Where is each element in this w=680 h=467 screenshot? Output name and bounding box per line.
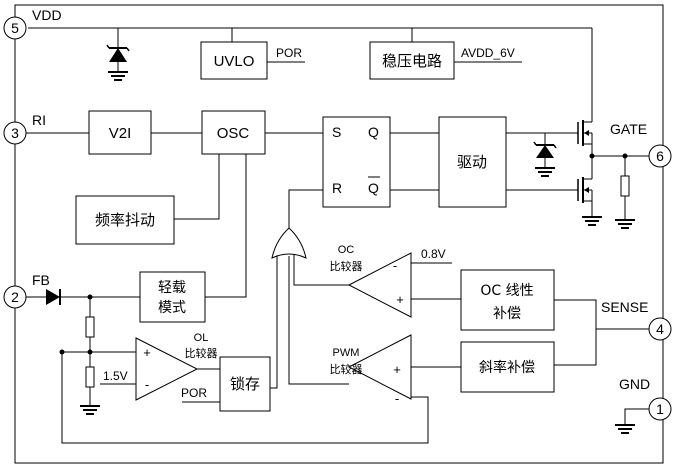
ol-minus: -	[145, 377, 149, 392]
or-gate-icon	[271, 227, 307, 259]
pin-3-label: RI	[32, 112, 46, 128]
latch-label: 锁存	[230, 375, 260, 393]
sr-qb-label: Q	[368, 180, 379, 196]
light-load-block	[139, 271, 206, 323]
chip-outline	[14, 4, 664, 464]
pwm-plus: +	[393, 362, 401, 377]
uvlo-por-label: POR	[276, 46, 302, 60]
uvlo-block	[200, 41, 268, 80]
ol-comparator	[135, 337, 199, 401]
oc-comp-label-2: 比较器	[330, 259, 363, 273]
oc-compensation-label-1: OC 线性	[480, 283, 533, 299]
driver-block	[438, 116, 507, 208]
regulator-label: 稳压电路	[382, 52, 442, 70]
light-load-label-2: 模式	[158, 300, 186, 316]
freq-jitter-label: 频率抖动	[95, 211, 155, 229]
upper-mosfet-icon	[577, 120, 593, 175]
pin-6-number: 6	[656, 148, 664, 164]
slope-compensation-label: 斜率补偿	[479, 359, 535, 376]
fb-divider-resistors-icon	[80, 297, 100, 415]
pwm-comp-label-2: 比较器	[330, 362, 363, 376]
gnd-symbol-icon	[615, 408, 649, 434]
sr-r-label: R	[332, 180, 342, 196]
latch-por-label: POR	[181, 386, 207, 400]
pin-2-number: 2	[11, 289, 19, 305]
ref-08-label: 0.8V	[421, 247, 446, 261]
ref-15-label: 1.5V	[103, 369, 128, 383]
sr-latch-block	[322, 116, 391, 208]
driver-label: 驱动	[457, 153, 487, 171]
pin-1-label: GND	[619, 376, 650, 392]
uvlo-label: UVLO	[214, 53, 255, 70]
oc-plus: +	[396, 292, 404, 307]
pin-5	[3, 16, 27, 40]
freq-jitter-block	[75, 195, 175, 245]
ol-comp-label-1: OL	[194, 332, 209, 344]
pin-1-number: 1	[656, 401, 664, 417]
pin-6-label: GATE	[610, 121, 647, 137]
osc-label: OSC	[217, 125, 250, 142]
pwm-comp-label-1: PWM	[333, 347, 360, 359]
oc-compensation-label-2: 补偿	[493, 306, 521, 322]
sr-q-label: Q	[368, 124, 379, 140]
pin-2-label: FB	[32, 272, 50, 288]
sr-s-label: S	[332, 124, 341, 140]
light-load-label-1: 轻载	[158, 280, 186, 296]
oc-minus: -	[393, 258, 397, 273]
latch-block	[219, 356, 271, 412]
avdd-label: AVDD_6V	[461, 46, 515, 60]
gate-zener-icon	[533, 133, 557, 177]
fb-diode-icon	[26, 289, 140, 305]
ol-plus: +	[143, 345, 151, 360]
pin-6	[648, 144, 672, 168]
pwm-minus: -	[395, 391, 399, 406]
pin-4-number: 4	[656, 321, 664, 337]
vdd-zener-icon	[106, 28, 130, 81]
pin-4	[648, 317, 672, 341]
pin-4-label: SENSE	[601, 299, 648, 315]
oc-comp-label-1: OC	[338, 244, 355, 256]
gate-pulldown-resistor-icon	[615, 156, 635, 229]
pin-3-number: 3	[11, 125, 19, 141]
pin-5-label: VDD	[32, 7, 62, 23]
lower-mosfet-icon	[577, 175, 602, 226]
slope-compensation-block	[460, 341, 555, 393]
pin-5-number: 5	[11, 20, 19, 36]
v2i-label: V2I	[109, 125, 132, 142]
ol-comp-label-2: 比较器	[185, 346, 218, 360]
regulator-block	[369, 41, 455, 80]
oc-comparator	[347, 252, 412, 318]
